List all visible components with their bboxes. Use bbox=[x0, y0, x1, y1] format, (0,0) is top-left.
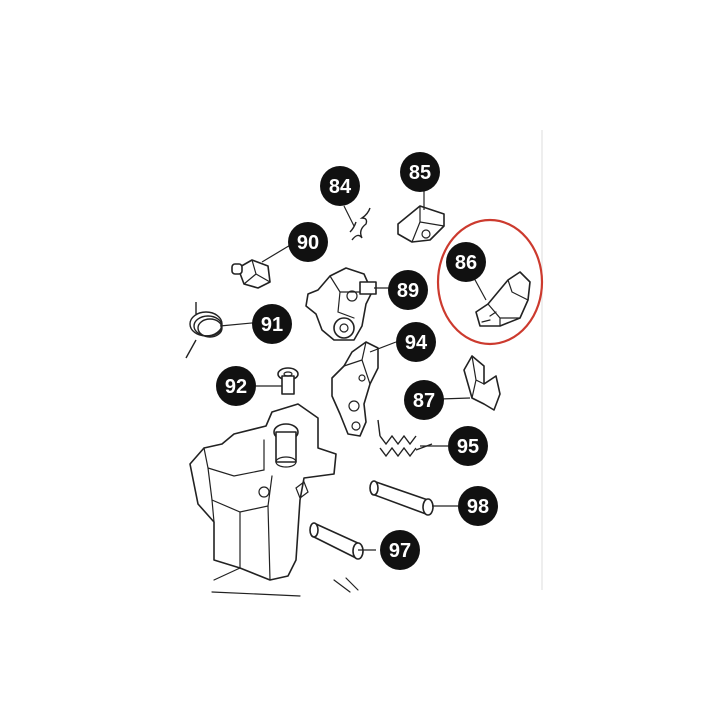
callout-87: 87 bbox=[404, 380, 444, 420]
callout-87-label: 87 bbox=[413, 390, 435, 412]
callout-90-label: 90 bbox=[297, 232, 319, 254]
part-90-pin bbox=[231, 259, 271, 289]
callout-84: 84 bbox=[320, 166, 360, 206]
part-97-pin bbox=[309, 522, 364, 560]
callout-92-label: 92 bbox=[225, 376, 247, 398]
part-94-trigger-bar bbox=[331, 341, 379, 437]
part-87-bracket bbox=[463, 355, 501, 411]
callout-84-label: 84 bbox=[329, 176, 352, 198]
part-partial-bottom bbox=[333, 577, 359, 593]
part-86-lever bbox=[475, 271, 531, 327]
callout-97: 97 bbox=[380, 530, 420, 570]
callout-98: 98 bbox=[458, 486, 498, 526]
callout-86: 86 bbox=[446, 242, 486, 282]
callout-94-label: 94 bbox=[405, 332, 428, 354]
callout-95-label: 95 bbox=[457, 436, 479, 458]
callout-90: 90 bbox=[288, 222, 328, 262]
part-85-block bbox=[397, 205, 445, 243]
callout-97-label: 97 bbox=[389, 540, 411, 562]
part-95-spring bbox=[377, 419, 433, 458]
part-84-spring bbox=[349, 207, 371, 241]
part-frame-housing bbox=[189, 403, 337, 597]
callout-91: 91 bbox=[252, 304, 292, 344]
callout-85-label: 85 bbox=[409, 162, 431, 184]
callout-91-label: 91 bbox=[261, 314, 283, 336]
part-91-spring bbox=[185, 302, 223, 359]
callout-89: 89 bbox=[388, 270, 428, 310]
callout-89-label: 89 bbox=[397, 280, 419, 302]
callout-95: 95 bbox=[448, 426, 488, 466]
callout-85: 85 bbox=[400, 152, 440, 192]
callout-92: 92 bbox=[216, 366, 256, 406]
callout-86-label: 86 bbox=[455, 252, 477, 274]
callout-94: 94 bbox=[396, 322, 436, 362]
leader-lines bbox=[219, 190, 487, 551]
highlight-circle bbox=[436, 218, 544, 346]
part-92-screw bbox=[277, 367, 299, 395]
part-89-housing bbox=[305, 267, 377, 341]
callout-98-label: 98 bbox=[467, 496, 489, 518]
part-98-pin bbox=[369, 480, 434, 516]
